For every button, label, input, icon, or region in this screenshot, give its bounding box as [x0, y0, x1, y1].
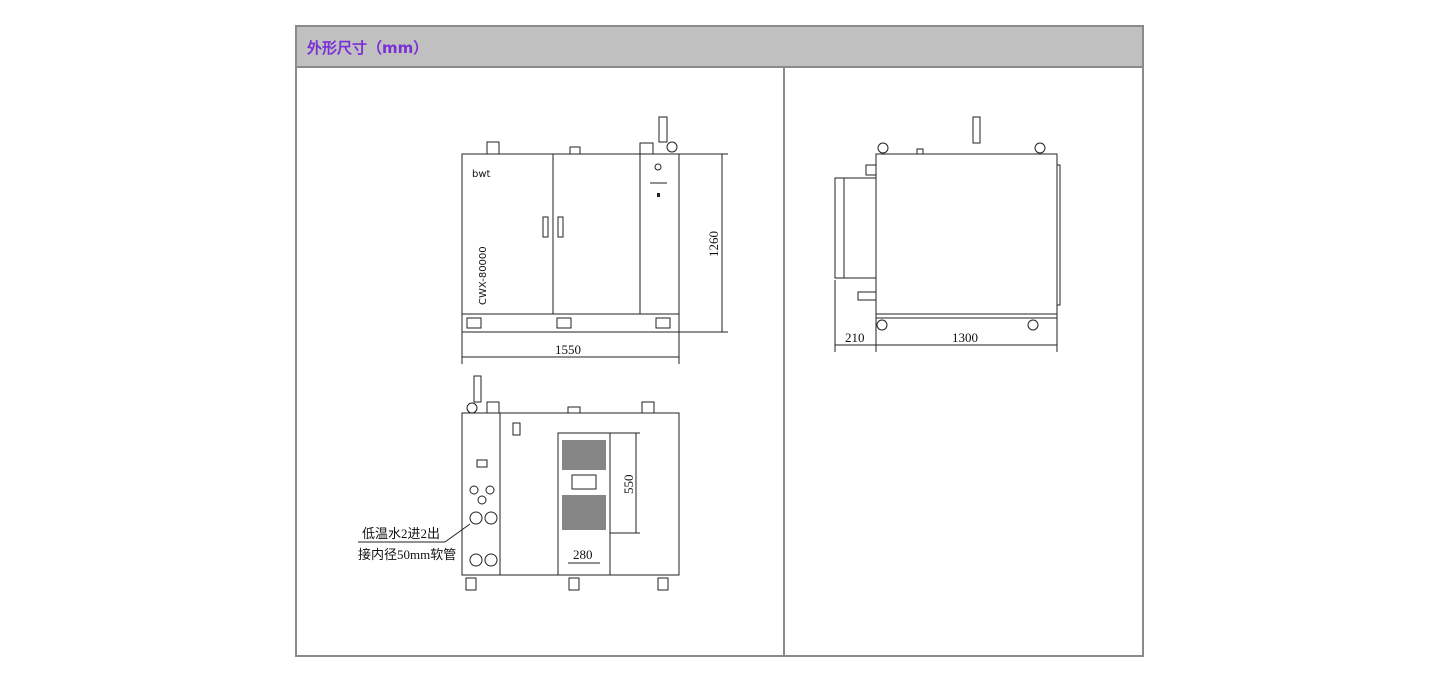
front-view-drawing: bwt CWX-80000 1260 1550 [461, 116, 728, 364]
brand-logo: bwt [472, 169, 491, 180]
height-dimension: 1260 [706, 231, 721, 257]
rear-view-drawing: 550 280 低温水2进2出 接内径50mm软管 [358, 375, 680, 591]
column-divider [783, 68, 785, 655]
vent-width-dimension: 280 [573, 547, 593, 562]
width-dimension: 1550 [555, 342, 581, 357]
coolant-annotation-line2: 接内径50mm软管 [358, 547, 456, 562]
vent-height-dimension: 550 [621, 475, 636, 495]
model-label: CWX-80000 [478, 246, 489, 305]
table-header: 外形尺寸（mm） [297, 27, 1142, 68]
vent-grille [562, 440, 606, 530]
table-title: 外形尺寸（mm） [307, 39, 429, 57]
side-depth-dimension-main: 1300 [952, 330, 978, 345]
side-view-drawing: 210 1300 [834, 116, 1061, 352]
coolant-annotation-line1: 低温水2进2出 [362, 526, 440, 541]
side-depth-dimension-left: 210 [845, 330, 865, 345]
dimensions-table: 外形尺寸（mm） [295, 25, 1144, 657]
